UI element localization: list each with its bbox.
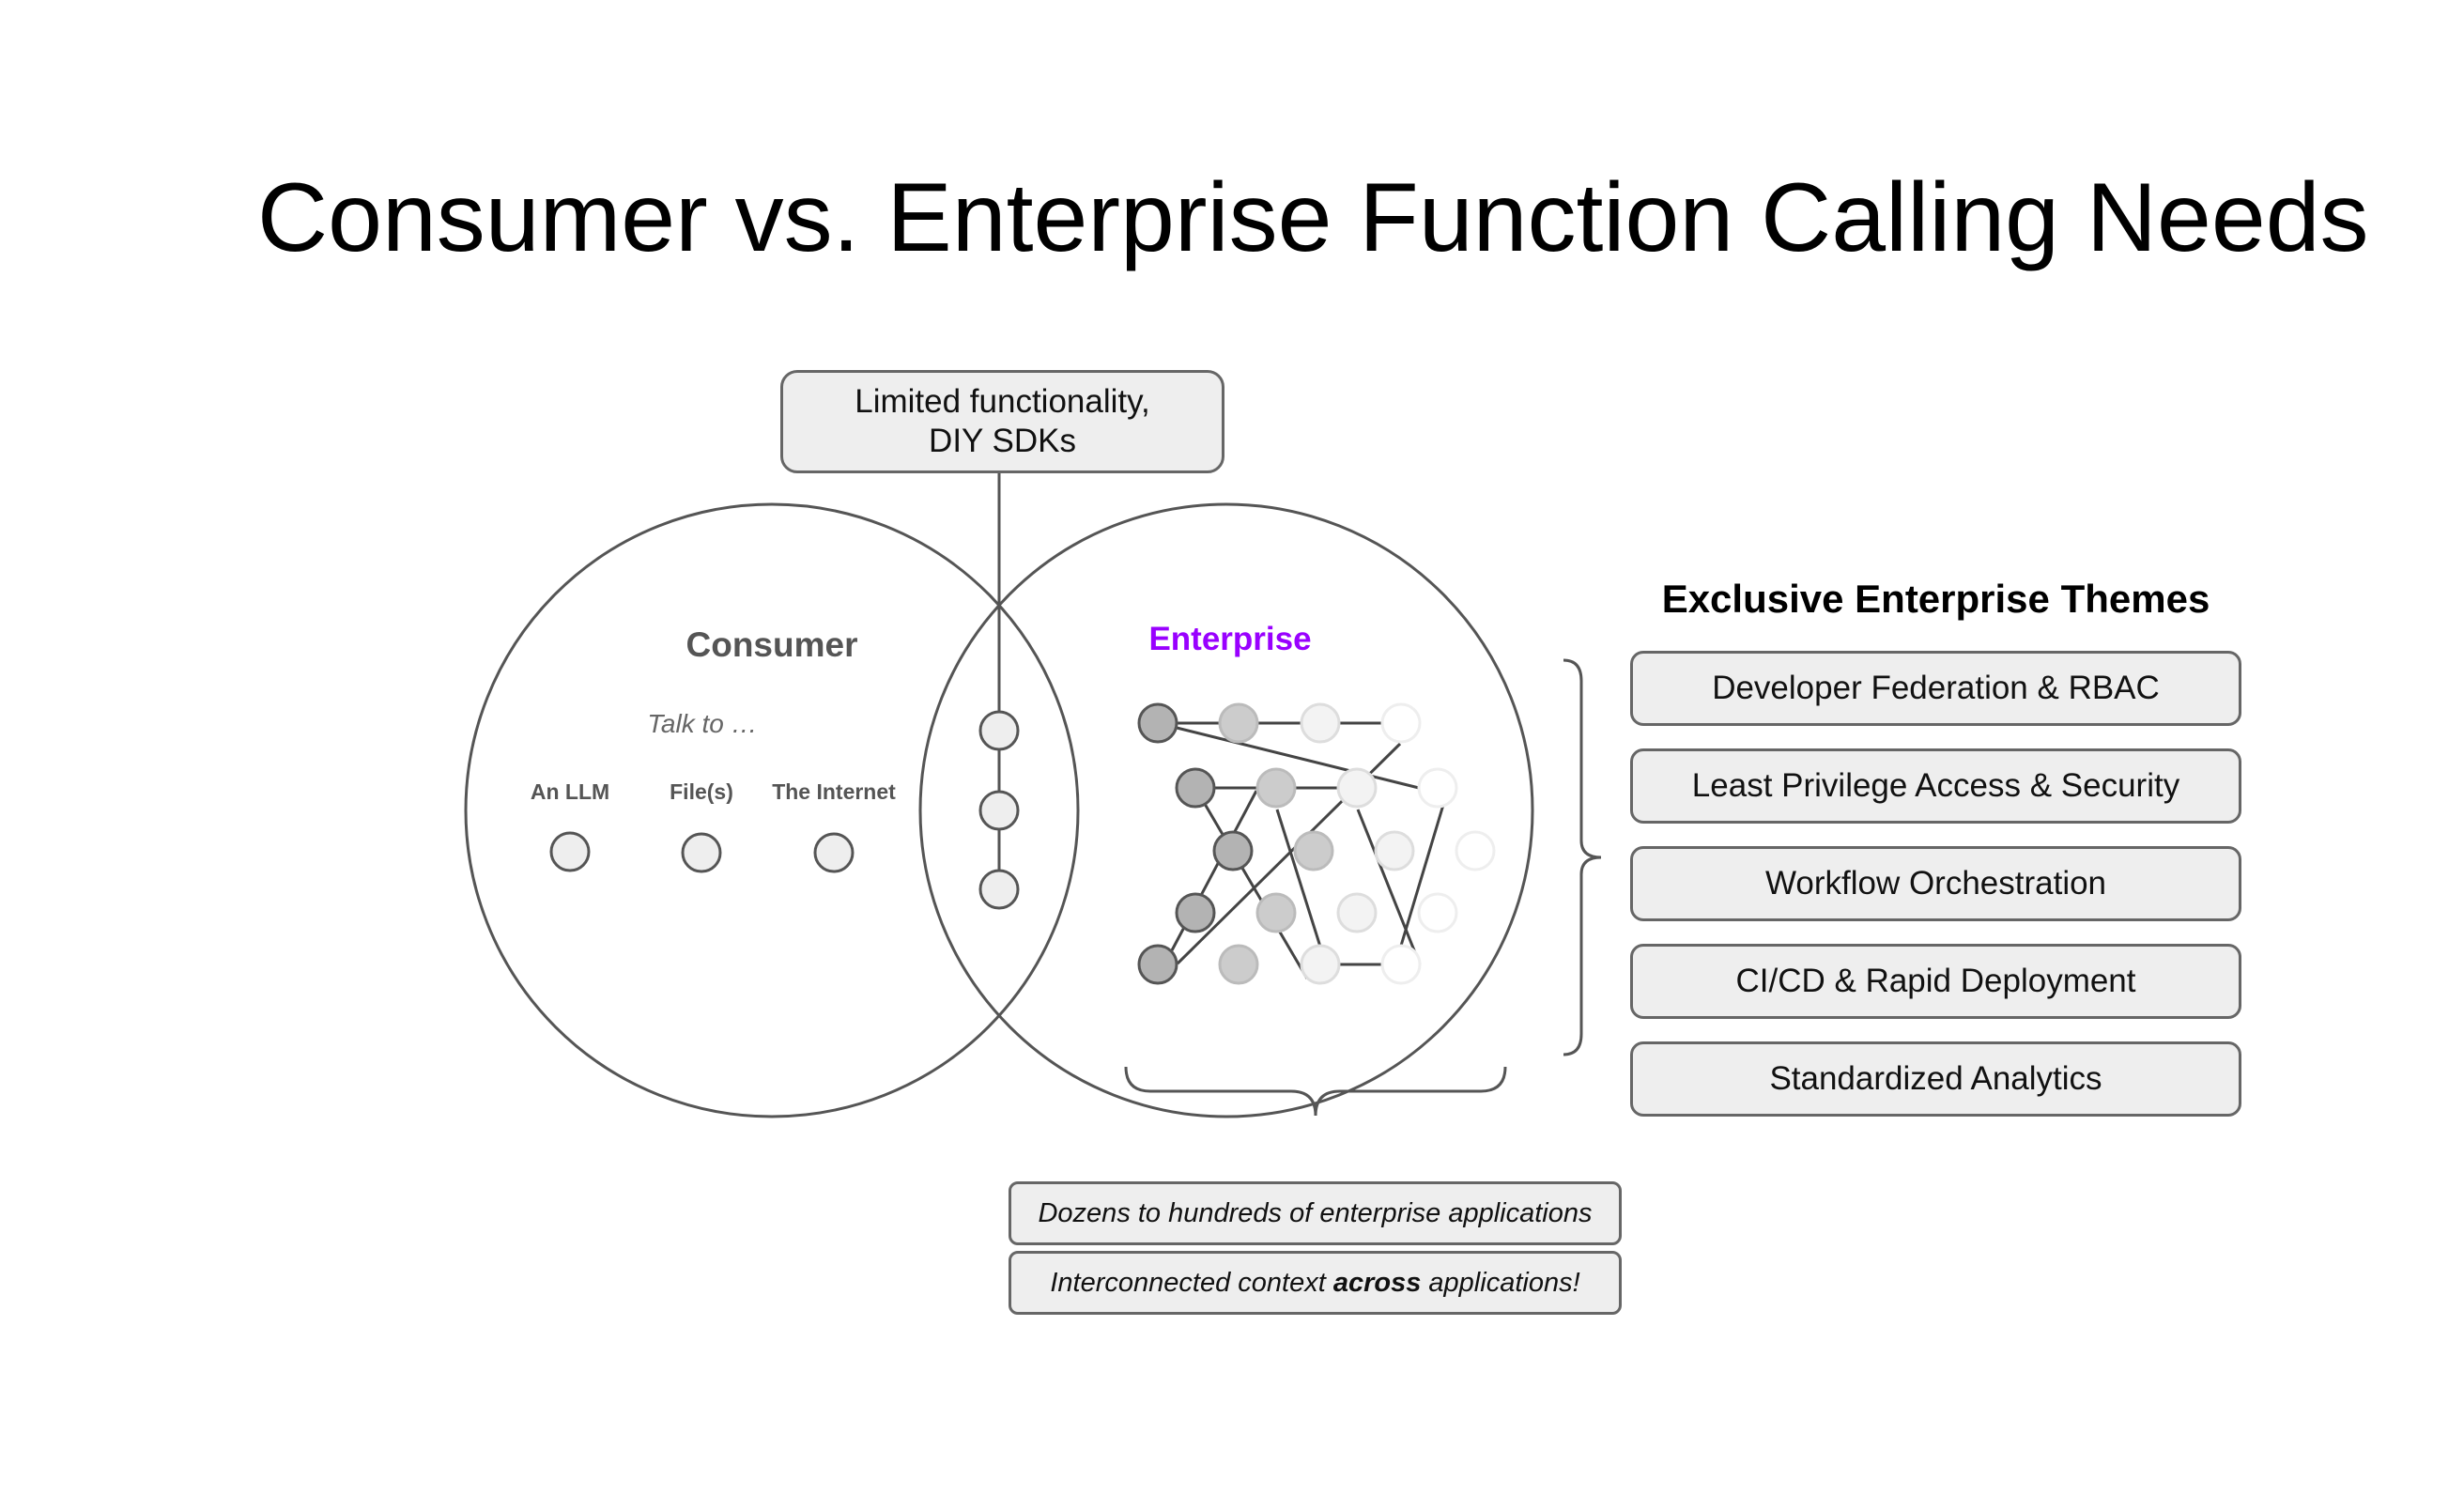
- network-edge: [1356, 809, 1422, 965]
- note-text-before: Interconnected context: [1050, 1267, 1333, 1298]
- network-app-node: [1137, 702, 1178, 744]
- network-app-node: [1417, 892, 1458, 933]
- consumer-item-internet-node: [813, 832, 855, 873]
- slide-title: Consumer vs. Enterprise Function Calling…: [257, 163, 2369, 272]
- note-interconnected-context: Interconnected context across applicatio…: [1009, 1251, 1622, 1315]
- consumer-circle: [464, 502, 1080, 1118]
- themes-heading: Exclusive Enterprise Themes: [1661, 577, 2210, 621]
- network-app-node: [1374, 830, 1415, 871]
- theme-item-developer-federation: Developer Federation & RBAC: [1630, 651, 2241, 726]
- consumer-subtitle: Talk to …: [647, 709, 757, 738]
- consumer-item-internet-label: The Internet: [772, 779, 896, 804]
- consumer-item-llm-label: An LLM: [531, 779, 609, 804]
- network-app-node: [1380, 702, 1422, 744]
- limited-functionality-callout: Limited functionality, DIY SDKs: [780, 370, 1224, 473]
- network-app-node: [1455, 830, 1496, 871]
- network-app-node: [1300, 944, 1341, 985]
- callout-line-2: DIY SDKs: [929, 423, 1076, 459]
- consumer-item-files-node: [681, 832, 722, 873]
- intersection-node: [978, 710, 1020, 751]
- network-app-node: [1218, 944, 1259, 985]
- network-app-node: [1255, 767, 1297, 809]
- intersection-node: [978, 790, 1020, 831]
- consumer-item-files-label: File(s): [670, 779, 733, 804]
- network-app-node: [1293, 830, 1334, 871]
- enterprise-app-network: [1137, 702, 1496, 985]
- network-app-node: [1255, 892, 1297, 933]
- network-edge: [1194, 787, 1309, 979]
- note-dozens-of-applications: Dozens to hundreds of enterprise applica…: [1009, 1181, 1622, 1245]
- network-app-node: [1417, 767, 1458, 809]
- network-edge: [1157, 721, 1420, 790]
- theme-item-workflow-orchestration: Workflow Orchestration: [1630, 846, 2241, 921]
- theme-item-cicd: CI/CD & Rapid Deployment: [1630, 944, 2241, 1019]
- network-edge: [1275, 809, 1322, 948]
- network-app-node: [1175, 767, 1216, 809]
- theme-item-standardized-analytics: Standardized Analytics: [1630, 1041, 2241, 1117]
- enterprise-label: Enterprise: [1148, 621, 1311, 657]
- network-app-node: [1212, 830, 1254, 871]
- note-text-emphasis: across: [1332, 1267, 1422, 1298]
- network-app-node: [1336, 767, 1378, 809]
- network-app-node: [1300, 702, 1341, 744]
- enterprise-circle: [918, 502, 1534, 1118]
- callout-line-1: Limited functionality,: [855, 383, 1150, 420]
- network-app-node: [1218, 702, 1259, 744]
- themes-brace: [1563, 658, 1602, 1056]
- intersection-node: [978, 869, 1020, 910]
- theme-item-least-privilege: Least Privilege Access & Security: [1630, 748, 2241, 824]
- network-app-node: [1137, 944, 1178, 985]
- applications-brace: [1124, 1066, 1507, 1117]
- network-app-node: [1175, 892, 1216, 933]
- network-app-node: [1336, 892, 1378, 933]
- note-text-after: applications!: [1421, 1267, 1580, 1298]
- network-app-node: [1380, 944, 1422, 985]
- consumer-label: Consumer: [686, 625, 858, 664]
- consumer-item-llm-node: [549, 831, 591, 872]
